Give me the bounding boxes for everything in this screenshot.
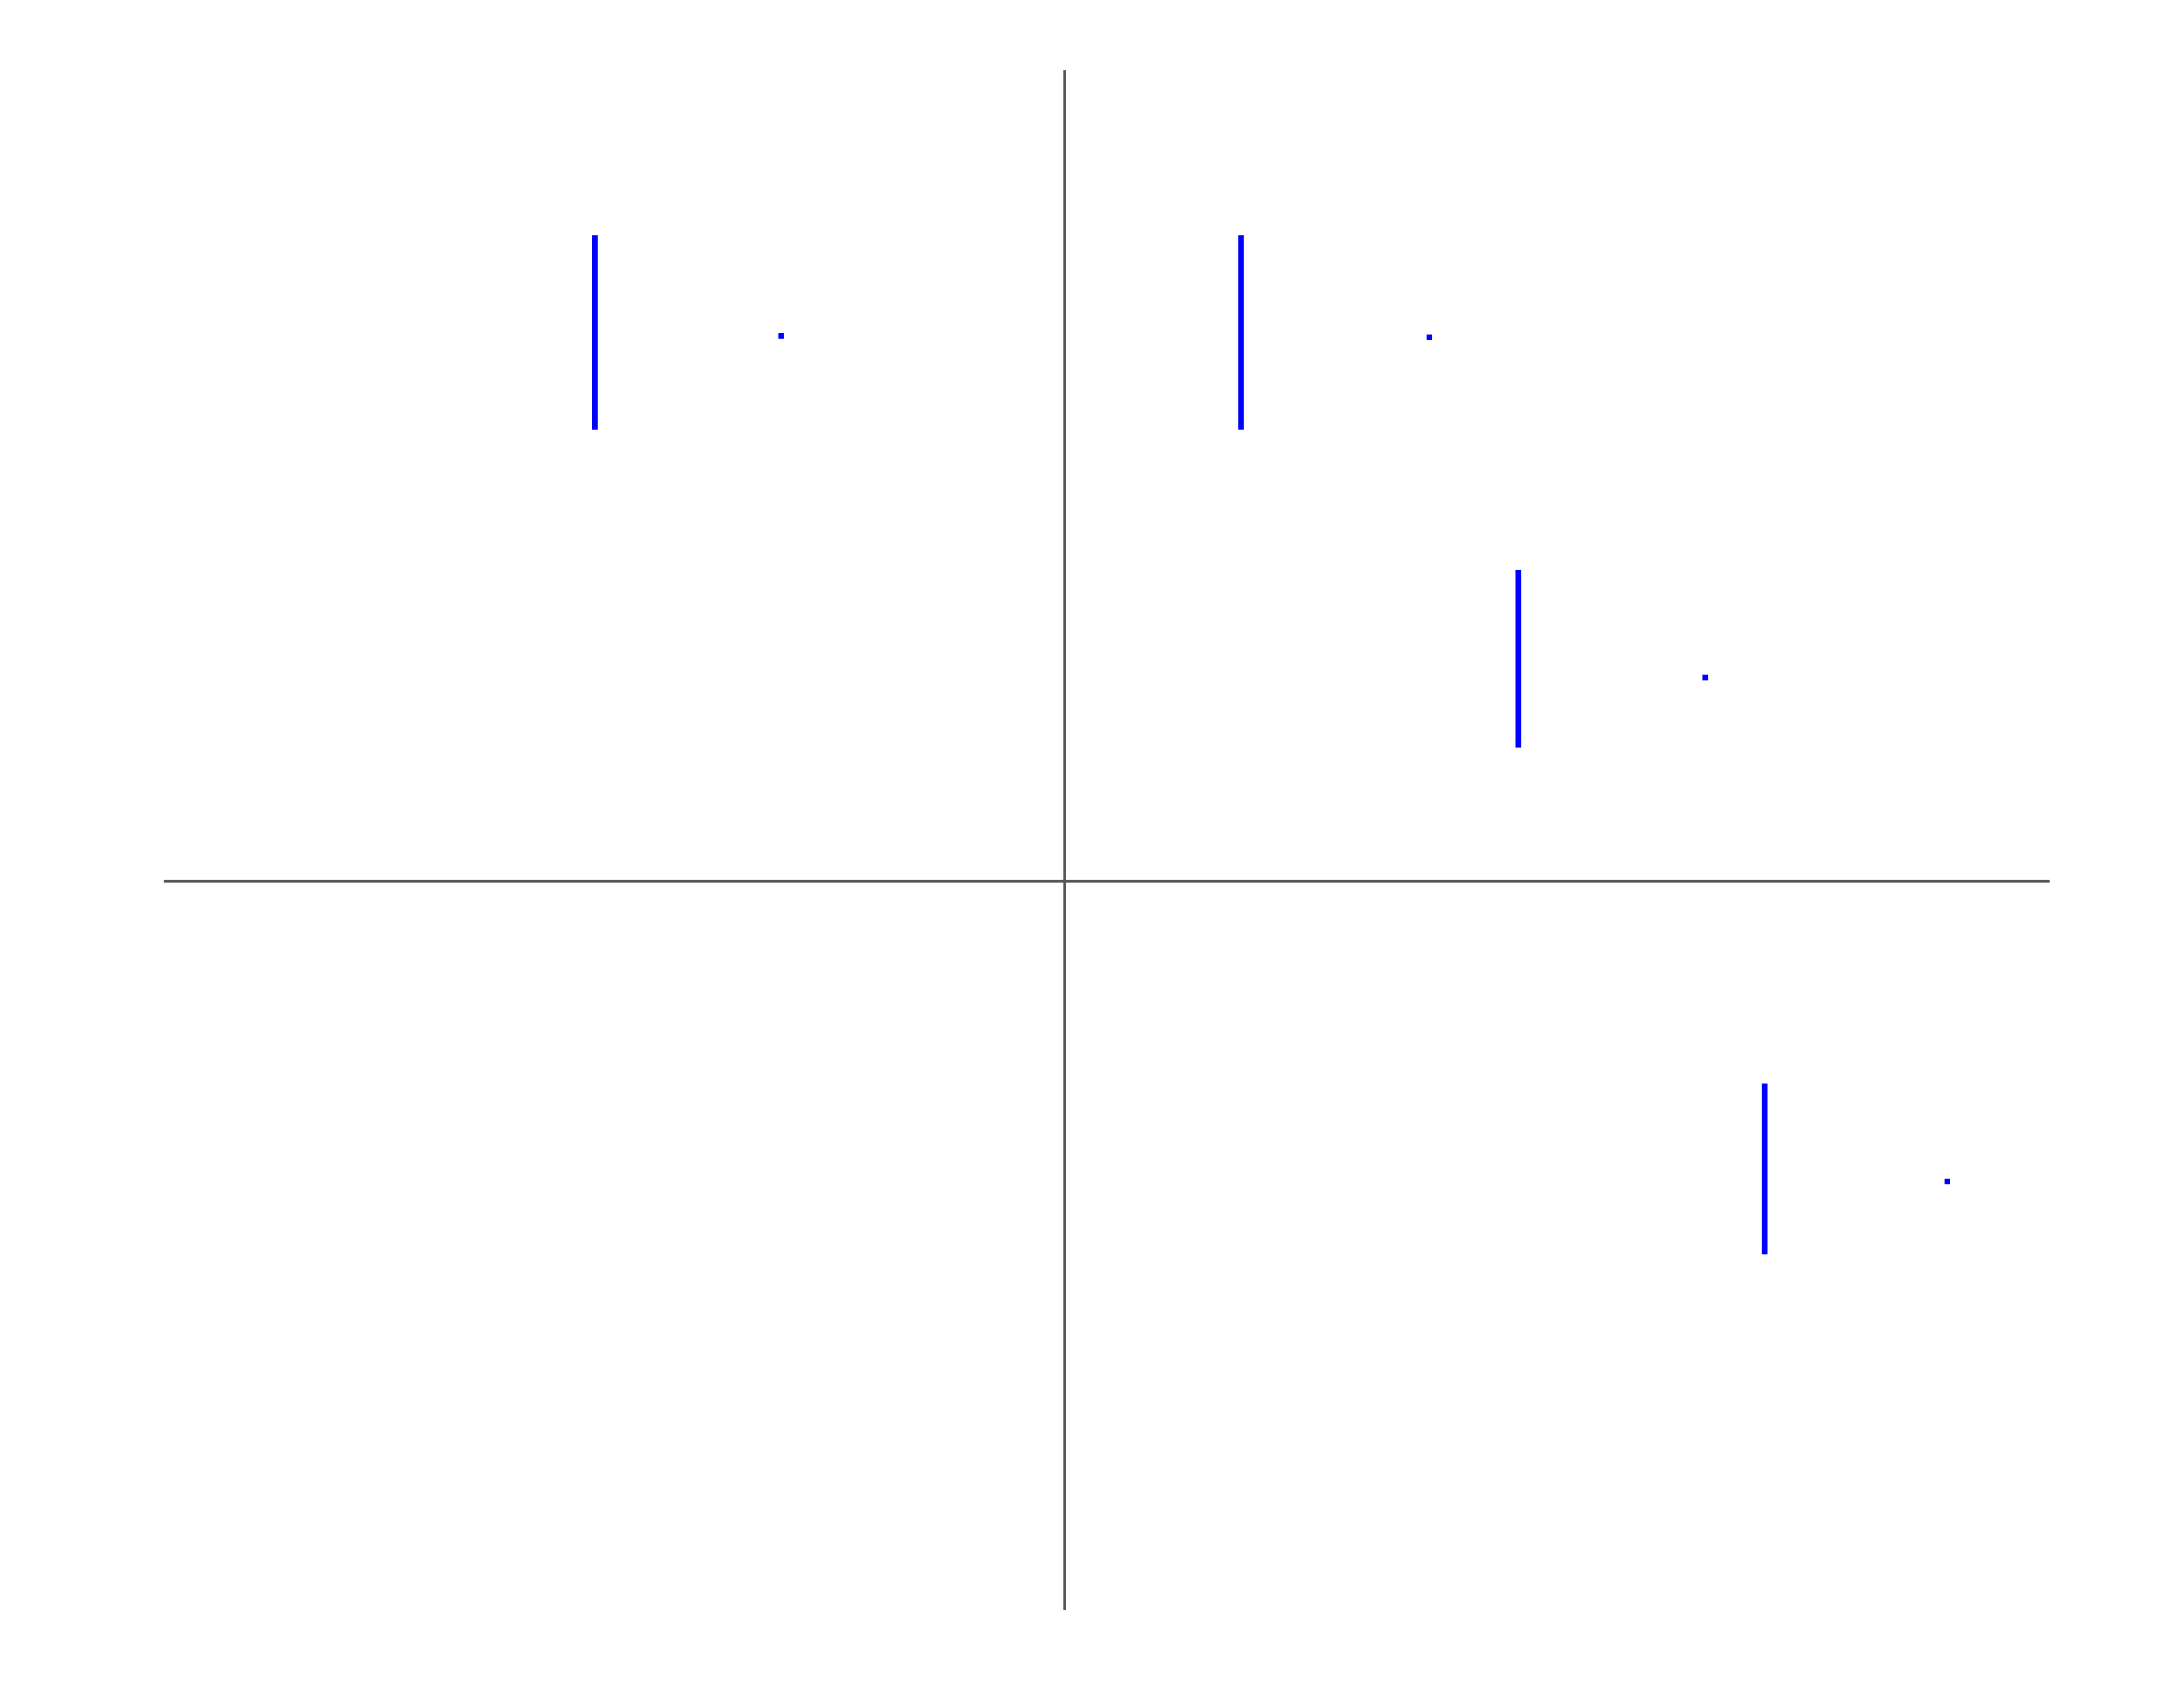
- figure-1-dot: [778, 333, 784, 339]
- figure-4: [1762, 1083, 1950, 1255]
- figure-2-dot: [1426, 334, 1433, 340]
- figure-3: [1515, 569, 1708, 748]
- figure-2: [1238, 235, 1433, 430]
- figure-4-dot: [1944, 1178, 1950, 1185]
- figure-1: [592, 235, 784, 430]
- figure-3-dot: [1702, 675, 1708, 680]
